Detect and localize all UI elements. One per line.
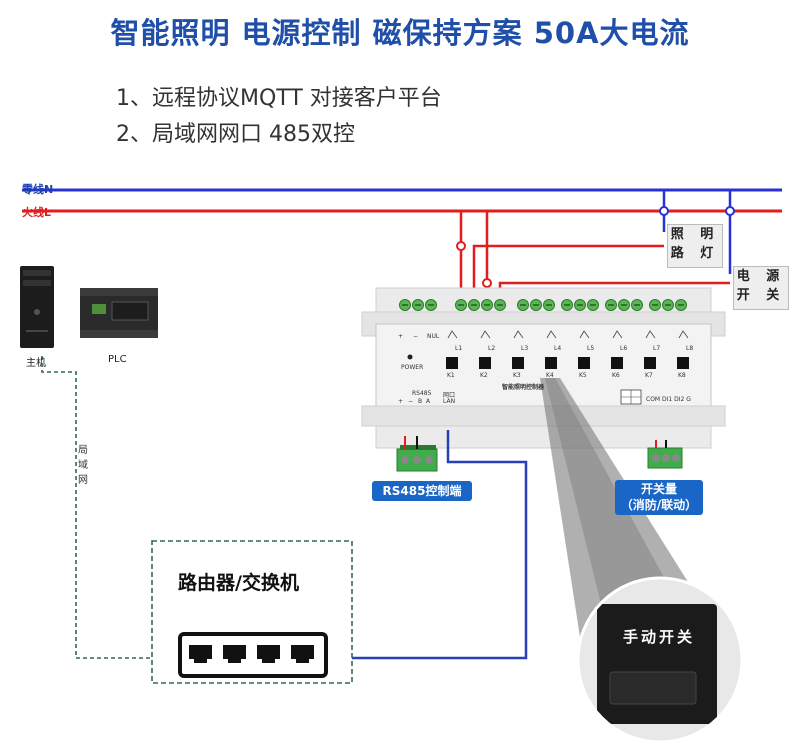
manual-key-button[interactable] [446,357,458,369]
plc-device-icon [80,288,158,338]
router-ports-icon [178,632,328,678]
line-label: L3 [521,345,529,352]
switch-input-label: 开关量 （消防/联动） [615,480,703,515]
key-label: K1 [447,372,455,379]
host-label: 主机 [26,358,46,369]
line-label: L6 [620,345,628,352]
module-bottom-b: B [418,398,423,405]
lan-cable-label: 局域网 [78,445,88,486]
manual-key-button[interactable] [644,357,656,369]
key-label: K7 [645,372,653,379]
live-wire-label: 火线L [22,206,52,219]
line-label: L4 [554,345,562,352]
lan-port-top-label: 网口 [443,392,456,399]
key-label: K6 [612,372,620,379]
lan-cable [352,430,528,660]
manual-key-button[interactable] [512,357,524,369]
line-label: L7 [653,345,661,352]
key-label: K4 [546,372,554,379]
line-label: L1 [455,345,463,352]
manual-key-button[interactable] [611,357,623,369]
manual-key-button[interactable] [545,357,557,369]
rs485-port-label: RS485 [412,390,432,397]
module-bottom-minus: − [408,398,414,405]
key-label: K5 [579,372,587,379]
power-switch-load-box: 电 源 开 关 [733,266,789,310]
manual-key-button[interactable] [677,357,689,369]
lan-port-label: LAN [443,398,456,405]
di-port-labels: COM DI1 DI2 G [646,396,691,403]
line-label: L2 [488,345,496,352]
switch-input-line1: 开关量 [640,482,677,496]
plc-label: PLC [108,354,127,365]
module-terminal-plus: + [398,333,404,340]
module-bottom-a: A [426,398,431,405]
key-label: K2 [480,372,488,379]
rs485-control-label: RS485控制端 [372,481,472,501]
router-title: 路由器/交换机 [178,572,299,594]
module-terminal-nul: NUL [427,333,440,340]
manual-key-button[interactable] [578,357,590,369]
router-box [151,540,353,684]
feature-line-1: 1、远程协议MQTT 对接客户平台 [116,86,442,111]
line-label: L8 [686,345,694,352]
manual-switch-zoom [578,578,742,742]
module-bottom-plus: + [398,398,404,405]
feature-line-2: 2、局域网网口 485双控 [116,122,355,147]
module-power-label: POWER [401,364,424,371]
load-feed-lamp [472,244,664,300]
manual-switch-label: 手动开关 [622,628,695,646]
line-label: L5 [587,345,595,352]
switch-input-line2: （消防/联动） [620,498,698,512]
neutral-wire-label: 零线N [22,183,54,196]
page-title: 智能照明 电源控制 磁保持方案 50A大电流 [110,16,690,50]
key-label: K8 [678,372,686,379]
host-computer-icon [20,266,54,348]
module-name: 智能照明控制器 [502,384,545,391]
manual-key-button[interactable] [479,357,491,369]
key-label: K3 [513,372,521,379]
lan-dashed-link [41,356,152,659]
lamp-load-box: 照 明 路 灯 [667,224,723,268]
module-terminal-minus: − [413,333,419,340]
di-terminal-block [647,447,683,469]
